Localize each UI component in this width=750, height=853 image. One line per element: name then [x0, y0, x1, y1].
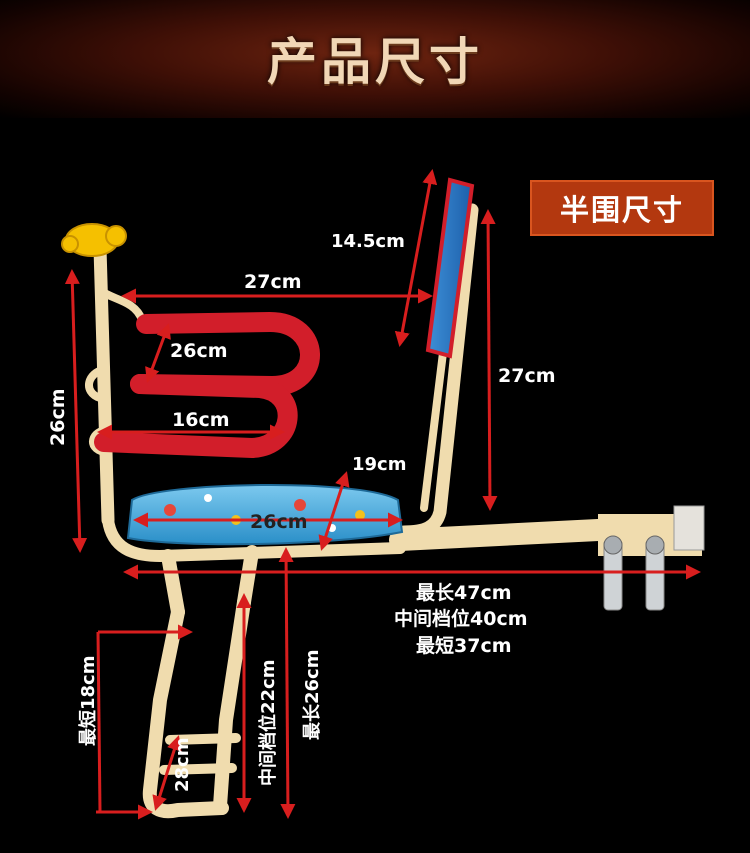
label-inner-width: 16cm [172, 409, 230, 431]
label-length-min: 最短37cm [416, 634, 512, 657]
label-seat-width: 26cm [250, 511, 308, 533]
label-armrest-width: 26cm [170, 340, 228, 362]
arrow-back-rise [480, 209, 498, 511]
label-backrest-height: 14.5cm [331, 231, 405, 252]
armrest [94, 311, 320, 459]
label-foot-depth: 28cm [172, 738, 193, 792]
label-foot-mid: 中间档位22cm [257, 660, 279, 786]
arrow-left-height [64, 269, 88, 553]
label-foot-max: 最长26cm [302, 650, 323, 740]
header-banner: 产品尺寸 [0, 0, 750, 118]
dimension-arrows [64, 169, 701, 820]
arrow-foot-depth [152, 735, 182, 811]
label-length-max: 最长47cm [416, 582, 512, 604]
label-back-rise: 27cm [498, 365, 556, 387]
arrow-backrest-height [394, 169, 438, 347]
label-left-height: 26cm [47, 388, 69, 446]
label-seat-to-back: 27cm [244, 271, 302, 293]
label-length-mid: 中间档位40cm [394, 607, 528, 630]
half-surround-badge: 半围尺寸 [530, 180, 714, 236]
page-title: 产品尺寸 [267, 33, 483, 91]
arrow-seat-diag [318, 471, 350, 551]
label-foot-min: 最短18cm [77, 656, 99, 746]
label-seat-diag: 19cm [352, 454, 406, 475]
handle-knob [61, 223, 127, 257]
arrow-foot-max [278, 547, 296, 819]
arrow-armrest-width [145, 323, 171, 383]
